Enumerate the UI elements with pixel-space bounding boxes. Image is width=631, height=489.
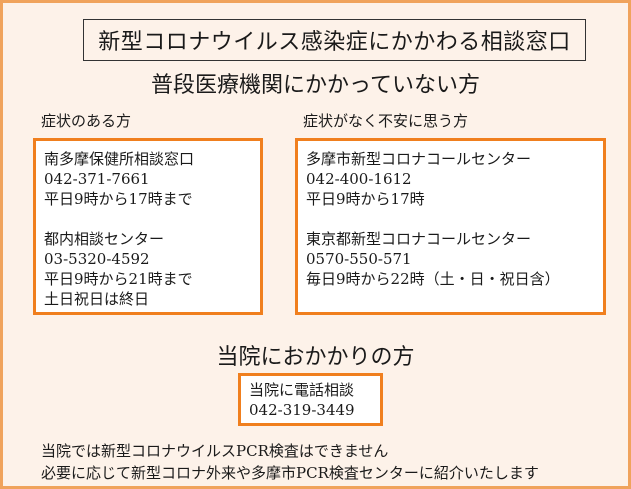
contact-hours: 毎日9時から22時（土・日・祝日含）	[306, 270, 560, 288]
contact-name: 東京都新型コロナコールセンター	[306, 230, 532, 248]
contact-phone: 03-5320-4592	[44, 250, 150, 268]
contact-box-with-symptoms: 南多摩保健所相談窓口 042-371-7661 平日9時から17時まで 都内相談…	[33, 138, 263, 315]
contact-phone: 042-371-7661	[44, 170, 150, 188]
section-heading-existing-patients: 当院におかかりの方	[216, 345, 415, 370]
contact-name: 都内相談センター	[44, 230, 165, 248]
label-without-symptoms: 症状がなく不安に思う方	[303, 112, 469, 130]
contact-phone: 042-319-3449	[249, 401, 355, 419]
contact-box-clinic: 当院に電話相談 042-319-3449	[238, 373, 383, 426]
contact-name: 当院に電話相談	[249, 381, 355, 399]
label-with-symptoms: 症状のある方	[41, 112, 132, 130]
contact-extra-hours: 土日祝日は終日	[44, 290, 150, 308]
note-referral: 必要に応じて新型コロナ外来や多摩市PCR検査センターに紹介いたします	[41, 464, 539, 482]
contact-box-without-symptoms: 多摩市新型コロナコールセンター 042-400-1612 平日9時から17時 東…	[295, 138, 606, 315]
poster-title: 新型コロナウイルス感染症にかかわる相談窓口	[83, 19, 586, 61]
contact-phone: 042-400-1612	[306, 170, 412, 188]
contact-hours: 平日9時から17時	[306, 190, 425, 208]
contact-phone: 0570-550-571	[306, 250, 412, 268]
contact-name: 多摩市新型コロナコールセンター	[306, 150, 532, 168]
spacer	[44, 209, 252, 229]
note-no-pcr: 当院では新型コロナウイルスPCR検査はできません	[41, 442, 389, 460]
contact-hours: 平日9時から21時まで	[44, 270, 193, 288]
contact-name: 南多摩保健所相談窓口	[44, 150, 195, 168]
poster-title-text: 新型コロナウイルス感染症にかかわる相談窓口	[98, 30, 571, 55]
section-heading-no-regular-clinic: 普段医療機関にかかっていない方	[151, 73, 480, 98]
contact-hours: 平日9時から17時まで	[44, 190, 193, 208]
spacer	[306, 209, 595, 229]
